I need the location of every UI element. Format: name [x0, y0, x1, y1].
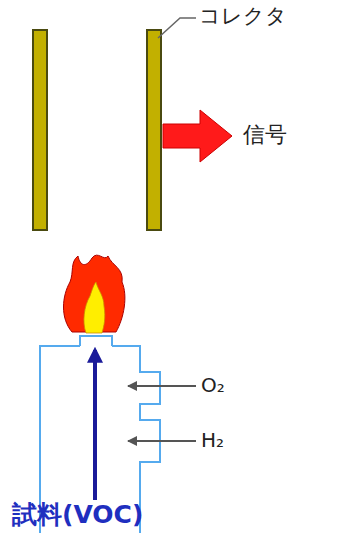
gas-label: H₂ — [201, 430, 224, 450]
oxygen-inlet-arrow — [128, 385, 196, 387]
signal-label: 信号 — [243, 124, 287, 146]
part-label: コレクタ — [199, 6, 287, 27]
flame-core — [84, 282, 105, 333]
collector-plate — [33, 30, 47, 230]
sample-label: 試料(VOC) — [12, 502, 143, 527]
collector-plate — [147, 30, 161, 230]
signal-arrow — [163, 110, 232, 162]
hydrogen-inlet-arrow — [128, 440, 196, 442]
leader-line — [158, 18, 196, 38]
gas-label: O₂ — [201, 375, 225, 395]
burner-nozzle — [80, 336, 112, 346]
sample-flow-arrow — [93, 350, 97, 500]
flame — [64, 255, 125, 332]
